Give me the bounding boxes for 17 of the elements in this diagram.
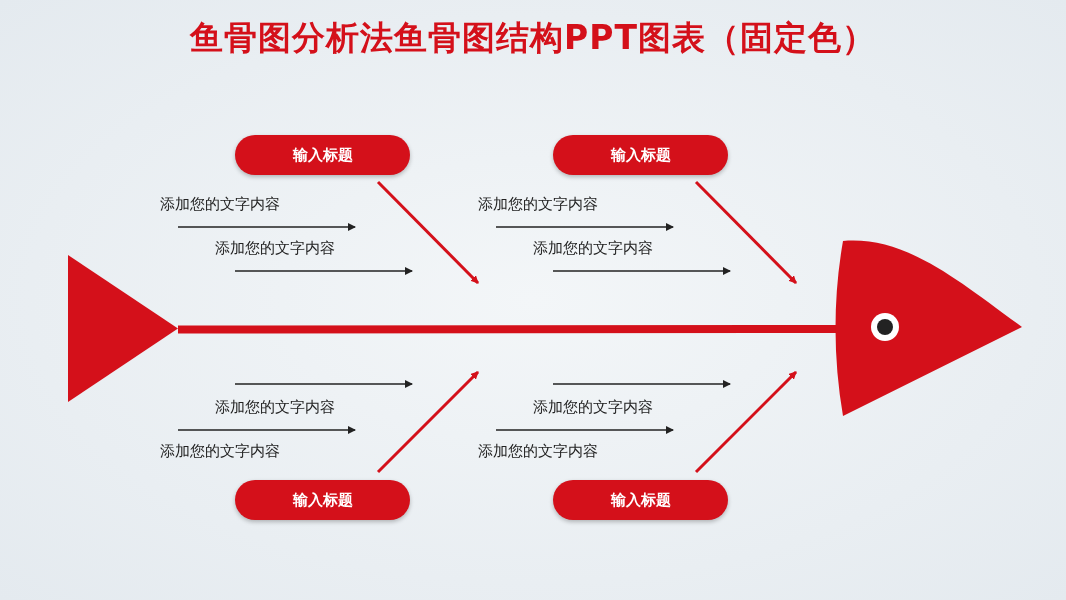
arrow [694, 370, 798, 474]
arrow [376, 180, 480, 285]
text-label: 添加您的文字内容 [478, 442, 598, 461]
title-pill: 输入标题 [553, 480, 728, 520]
text-label: 添加您的文字内容 [160, 195, 280, 214]
arrow [694, 180, 798, 285]
title: 鱼骨图分析法鱼骨图结构PPT图表（固定色） [189, 17, 877, 59]
text-label: 添加您的文字内容 [160, 442, 280, 461]
text-label: 添加您的文字内容 [478, 195, 598, 214]
text-label: 添加您的文字内容 [533, 398, 653, 417]
text-label: 添加您的文字内容 [215, 239, 335, 258]
title-pill: 输入标题 [235, 135, 410, 175]
text-label: 添加您的文字内容 [215, 398, 335, 417]
title-pill: 输入标题 [235, 480, 410, 520]
arrow [376, 370, 480, 474]
title-pill: 输入标题 [553, 135, 728, 175]
text-label: 添加您的文字内容 [533, 239, 653, 258]
